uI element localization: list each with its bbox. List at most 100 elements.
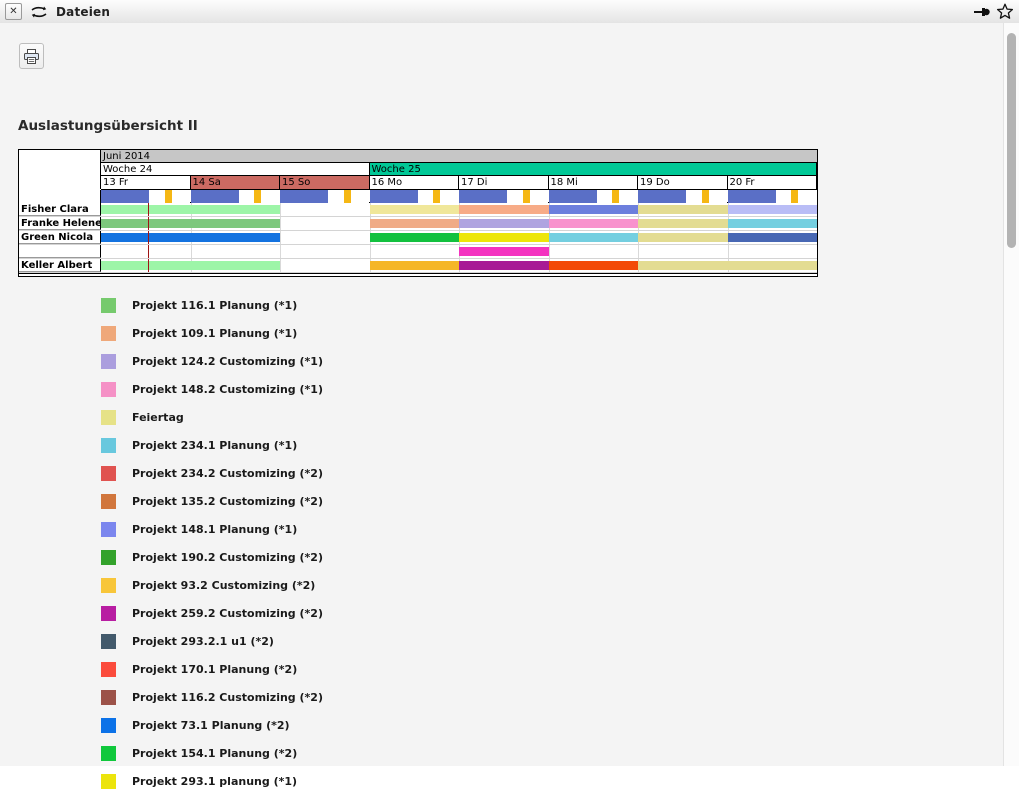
allocation-bar[interactable]	[548, 205, 638, 214]
capacity-segment	[727, 190, 776, 203]
allocation-bar[interactable]	[727, 233, 817, 242]
close-icon[interactable]: ✕	[5, 3, 22, 20]
today-marker-line	[148, 217, 150, 230]
allocation-bar[interactable]	[459, 219, 549, 228]
allocation-bar[interactable]	[459, 261, 549, 270]
capacity-segment	[522, 190, 530, 203]
legend-label: Projekt 234.1 Planung (*1)	[132, 438, 298, 452]
gantt-month-row: Juni 2014	[19, 150, 817, 163]
grid-line	[280, 231, 281, 244]
legend-item[interactable]: Projekt 293.1 planung (*1)	[101, 767, 323, 795]
capacity-segment	[190, 190, 239, 203]
gantt-day-cell: 14 Sa	[190, 176, 280, 189]
sync-icon[interactable]	[31, 4, 47, 20]
legend-swatch	[101, 773, 116, 789]
resource-track[interactable]	[101, 245, 817, 258]
legend-label: Feiertag	[132, 410, 184, 424]
legend-item[interactable]: Projekt 73.1 Planung (*2)	[101, 711, 323, 739]
legend-item[interactable]: Projekt 148.2 Customizing (*1)	[101, 375, 323, 403]
legend-item[interactable]: Feiertag	[101, 403, 323, 431]
allocation-bar[interactable]	[369, 205, 459, 214]
star-icon[interactable]	[995, 2, 1015, 21]
today-marker-line	[148, 231, 150, 244]
legend-swatch	[101, 297, 116, 313]
grid-line	[727, 245, 729, 258]
legend-item[interactable]: Projekt 116.2 Customizing (*2)	[101, 683, 323, 711]
legend-swatch	[101, 745, 116, 761]
gantt-resource-row[interactable]: Fisher Clara	[19, 203, 817, 217]
allocation-bar[interactable]	[638, 219, 728, 228]
legend-label: Projekt 73.1 Planung (*2)	[132, 718, 290, 732]
legend-item[interactable]: Projekt 293.2.1 u1 (*2)	[101, 627, 323, 655]
legend-item[interactable]: Projekt 234.1 Planung (*1)	[101, 431, 323, 459]
gantt-corner-cell	[19, 150, 101, 163]
allocation-bar[interactable]	[459, 205, 549, 214]
print-button[interactable]	[19, 43, 44, 69]
allocation-bar[interactable]	[727, 205, 817, 214]
allocation-bar[interactable]	[101, 205, 280, 214]
resource-track[interactable]	[101, 231, 817, 244]
legend-label: Projekt 148.1 Planung (*1)	[132, 522, 298, 536]
legend-item[interactable]: Projekt 109.1 Planung (*1)	[101, 319, 323, 347]
allocation-bar[interactable]	[548, 261, 638, 270]
legend-item[interactable]: Projekt 124.2 Customizing (*1)	[101, 347, 323, 375]
vertical-scrollbar[interactable]	[1003, 23, 1019, 766]
legend-item[interactable]: Projekt 259.2 Customizing (*2)	[101, 599, 323, 627]
allocation-bar[interactable]	[727, 261, 817, 270]
capacity-segment	[619, 190, 638, 203]
allocation-bar[interactable]	[459, 233, 549, 242]
legend-item[interactable]: Projekt 234.2 Customizing (*2)	[101, 459, 323, 487]
gantt-capacity-cell	[638, 190, 728, 203]
legend-label: Projekt 293.2.1 u1 (*2)	[132, 634, 274, 648]
allocation-bar[interactable]	[101, 261, 280, 270]
gantt-bottom-border	[19, 273, 817, 276]
legend-swatch	[101, 549, 116, 565]
grid-line	[190, 245, 192, 258]
legend-item[interactable]: Projekt 93.2 Customizing (*2)	[101, 571, 323, 599]
allocation-bar[interactable]	[638, 233, 728, 242]
window-title: Dateien	[56, 4, 111, 19]
gantt-resource-row[interactable]: Franke Helene	[19, 217, 817, 231]
legend-swatch	[101, 353, 116, 369]
allocation-bar[interactable]	[638, 205, 728, 214]
legend-item[interactable]: Projekt 170.1 Planung (*2)	[101, 655, 323, 683]
legend-swatch	[101, 717, 116, 733]
capacity-segment	[701, 190, 709, 203]
allocation-bar[interactable]	[727, 219, 817, 228]
legend-item[interactable]: Projekt 135.2 Customizing (*2)	[101, 487, 323, 515]
resource-track[interactable]	[101, 217, 817, 230]
gantt-week-corner	[19, 163, 101, 176]
legend-swatch	[101, 409, 116, 425]
allocation-bar[interactable]	[369, 261, 459, 270]
allocation-bar[interactable]	[548, 219, 638, 228]
gantt-day-cell: 20 Fr	[727, 176, 817, 189]
resource-track[interactable]	[101, 259, 817, 272]
legend-item[interactable]: Projekt 148.1 Planung (*1)	[101, 515, 323, 543]
resource-track[interactable]	[101, 203, 817, 216]
allocation-bar[interactable]	[369, 233, 459, 242]
legend-swatch	[101, 381, 116, 397]
capacity-segment	[708, 190, 728, 203]
gantt-resource-row[interactable]: Keller Albert	[19, 259, 817, 273]
gantt-resource-row[interactable]: Green Nicola	[19, 231, 817, 245]
gantt-resource-row[interactable]	[19, 245, 817, 259]
gantt-day-cell: 16 Mo	[369, 176, 459, 189]
legend-label: Projekt 190.2 Customizing (*2)	[132, 550, 323, 564]
allocation-bar[interactable]	[638, 261, 728, 270]
allocation-bar[interactable]	[101, 233, 280, 242]
allocation-bar[interactable]	[369, 219, 459, 228]
capacity-segment	[529, 190, 549, 203]
capacity-segment	[149, 190, 165, 203]
scrollbar-thumb[interactable]	[1007, 33, 1016, 248]
legend-item[interactable]: Projekt 190.2 Customizing (*2)	[101, 543, 323, 571]
legend-item[interactable]: Projekt 154.1 Planung (*2)	[101, 739, 323, 767]
gantt-capacity-corner	[19, 190, 101, 203]
legend-item[interactable]: Projekt 116.1 Planung (*1)	[101, 291, 323, 319]
pin-icon[interactable]	[972, 2, 992, 21]
allocation-bar[interactable]	[101, 219, 280, 228]
allocation-bar[interactable]	[548, 233, 638, 242]
capacity-segment	[417, 190, 434, 203]
allocation-bar[interactable]	[459, 247, 549, 256]
